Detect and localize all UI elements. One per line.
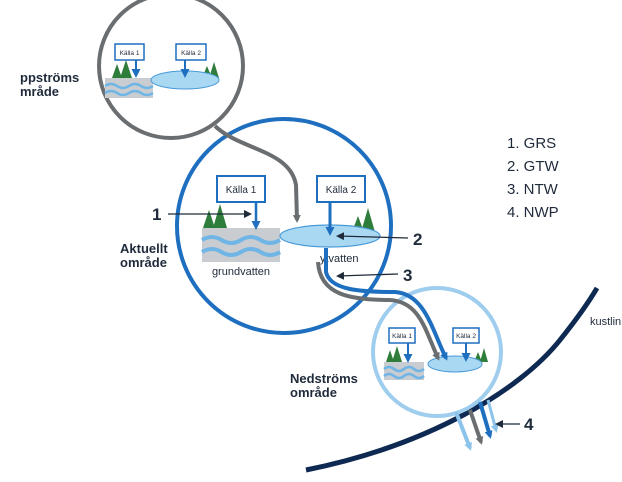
coastline-label: kustlin (590, 316, 621, 328)
legend-item-ntw: 3. NTW (507, 181, 559, 198)
number-3: 3 (403, 266, 412, 285)
nwp-light-flow-2 (486, 399, 499, 433)
nwp-light-flow (454, 411, 472, 451)
upstream-label-line2: mråde (20, 84, 59, 99)
pointer-3 (336, 271, 399, 280)
current-label-line2: område (120, 255, 167, 270)
downstream-label-line2: område (290, 385, 337, 400)
upstream-flow-arrow (213, 124, 301, 223)
legend-item-nwp: 4. NWP (507, 204, 559, 221)
current-label: Aktuellt område (120, 241, 171, 270)
nwp-blue-flow (478, 401, 493, 439)
downstream-source2-label: Källa 2 (456, 333, 476, 340)
pointer-2 (336, 232, 409, 241)
downstream-label-line1: Nedströms (290, 371, 358, 386)
upstream-label: ppströms mråde (20, 70, 83, 99)
number-1: 1 (152, 205, 161, 224)
ntw-gray-flow (316, 261, 440, 361)
current-source2-label: Källa 2 (326, 185, 357, 196)
nwp-gray-flow (468, 409, 484, 445)
downstream-region: Källa 1 Källa 2 (371, 286, 503, 418)
coastline (305, 286, 600, 473)
downstream-source1-label: Källa 1 (392, 333, 412, 340)
upstream-source2-label: Källa 2 (181, 50, 201, 57)
legend-item-grs: 1. GRS (507, 135, 556, 152)
groundwater-label: grundvatten (212, 266, 270, 278)
upstream-label-line1: ppströms (20, 70, 79, 85)
surface-water-label: ytvatten (320, 253, 359, 265)
upstream-region: Källa 1 Källa 2 (97, 0, 245, 140)
ntw-blue-flow (324, 248, 448, 361)
number-4: 4 (524, 415, 534, 434)
legend-item-gtw: 2. GTW (507, 158, 560, 175)
upstream-source1-label: Källa 1 (120, 50, 140, 57)
number-2: 2 (413, 230, 422, 249)
downstream-label: Nedströms område (290, 371, 362, 400)
current-label-line1: Aktuellt (120, 241, 168, 256)
current-region: Källa 1 Källa 2 grundvatten ytvatten (175, 117, 393, 335)
current-source1-label: Källa 1 (226, 185, 257, 196)
legend: 1. GRS 2. GTW 3. NTW 4. NWP (507, 135, 560, 221)
